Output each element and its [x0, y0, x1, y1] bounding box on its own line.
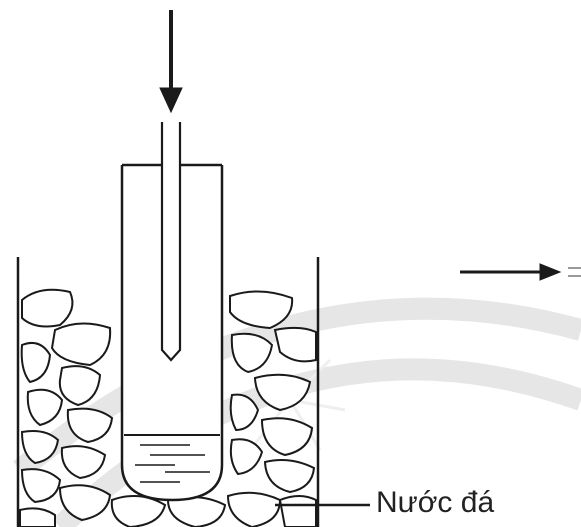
ice-label: Nước đá — [376, 486, 495, 519]
inner-tube — [160, 122, 182, 362]
liquid-in-tube — [124, 434, 220, 483]
ice-cubes — [19, 288, 317, 527]
cut-off-symbol — [568, 267, 581, 277]
beaker — [16, 257, 320, 527]
right-arrow-icon — [460, 263, 562, 281]
down-arrow-icon — [159, 10, 183, 114]
